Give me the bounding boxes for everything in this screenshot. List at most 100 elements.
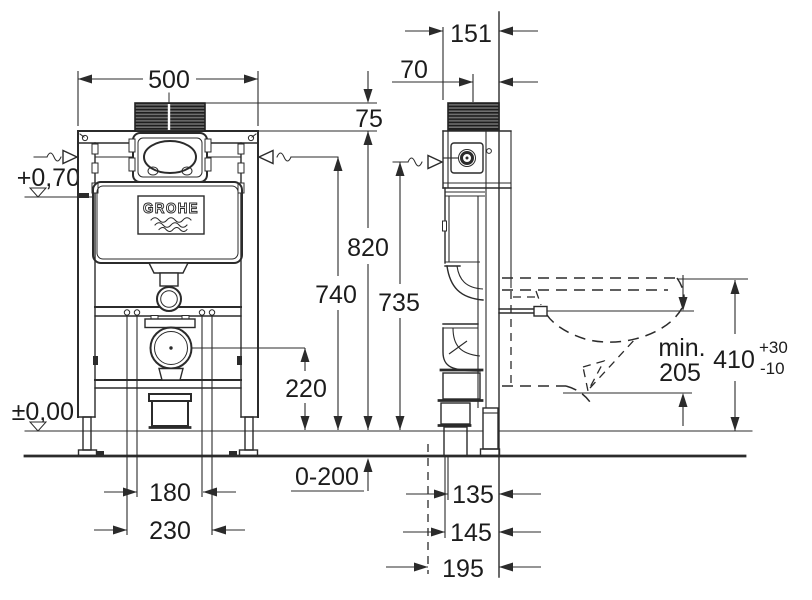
dim-label: 820 — [347, 234, 389, 262]
dim-label: 205 — [659, 359, 701, 387]
dim-label: 180 — [149, 479, 191, 507]
flush-bend-front — [147, 262, 190, 287]
arrowhead — [363, 458, 373, 472]
side-view — [392, 11, 694, 578]
arrowhead — [434, 489, 448, 499]
arrowhead — [363, 416, 373, 430]
dim-label: 0-200 — [295, 463, 359, 491]
bolt-icon — [133, 309, 141, 316]
dim-depth-151: 151 — [405, 20, 538, 100]
arrowhead — [78, 74, 92, 84]
actuator-block-front — [134, 92, 206, 132]
supply-arrow-icon — [62, 149, 79, 165]
arrowhead — [244, 74, 258, 84]
frame-cross-rails — [94, 306, 242, 535]
dim-bowl-height-410: 410 +30 -10 — [677, 278, 788, 431]
dim-label: 145 — [450, 519, 492, 547]
break-squiggle-icon — [407, 157, 423, 167]
dim-outlet-145: 145 — [403, 457, 541, 547]
arrowhead — [414, 562, 428, 572]
level-triangle-icon — [28, 187, 48, 198]
bolt-icon — [208, 309, 216, 316]
arrowhead — [431, 527, 445, 537]
arrowhead — [678, 297, 688, 311]
level-tick — [79, 193, 89, 198]
water-supply-right — [257, 149, 339, 165]
dim-label: 410 — [713, 346, 755, 374]
dim-label: 735 — [378, 289, 420, 317]
dim-label: 151 — [450, 20, 492, 48]
supply-arrow-icon — [257, 149, 274, 165]
outlet-assembly-front — [144, 315, 305, 429]
toilet-bowl-outline — [502, 277, 692, 403]
dim-bowl-min-205: min. 205 — [658, 275, 706, 426]
arrowhead — [123, 487, 137, 497]
dim-label: min. — [658, 334, 705, 362]
outlet-elbow-side — [437, 323, 484, 457]
dim-label: 220 — [285, 375, 327, 403]
arrowhead — [395, 162, 405, 176]
arrowhead — [333, 416, 343, 430]
arrowhead — [363, 131, 373, 145]
dim-label: 195 — [442, 555, 484, 583]
arrowhead — [499, 527, 513, 537]
level-marker-upper: +0,70 — [17, 164, 93, 198]
frame-rail-side — [477, 131, 501, 457]
rail-foot — [482, 407, 499, 450]
foot-plate — [479, 448, 501, 457]
dim-plate-center-740: 740 — [315, 157, 357, 430]
arrowhead — [203, 487, 217, 497]
arrowhead — [730, 280, 740, 294]
logo-wave-icon — [154, 222, 188, 228]
arrowhead — [499, 26, 513, 36]
inspection-window — [143, 140, 197, 174]
cistern-side — [442, 130, 512, 301]
grohe-logo: GROHE — [137, 195, 205, 235]
dim-width-500: 500 — [77, 66, 259, 126]
arrowhead — [300, 348, 310, 362]
dim-tolerance-plus: +30 — [759, 338, 788, 357]
logo-wave-icon — [150, 217, 192, 223]
drain-pipe — [443, 426, 468, 457]
dim-label: 75 — [355, 105, 383, 133]
dim-label: 70 — [400, 56, 428, 84]
front-view: GROHE — [33, 92, 339, 535]
flush-plate-housing — [128, 132, 212, 183]
arrowhead — [678, 393, 688, 407]
dim-bolts-180: 180 — [104, 479, 236, 507]
dim-label: 500 — [148, 66, 190, 94]
supply-arrow-icon — [427, 154, 444, 170]
arrowhead — [459, 77, 473, 87]
dim-outlet-195: 195 — [386, 444, 541, 583]
arrowhead — [429, 26, 443, 36]
dim-supply-735: 735 — [378, 162, 420, 430]
bolt-icon — [123, 309, 131, 316]
mounting-stud — [498, 305, 694, 317]
level-marker-zero: ±0,00 — [12, 398, 74, 432]
frame-foot — [244, 416, 254, 451]
arrowhead — [730, 417, 740, 431]
stud-nut — [533, 305, 548, 317]
actuator-block-side — [447, 102, 500, 131]
outlet-clamp — [144, 318, 196, 329]
arrowhead — [499, 489, 513, 499]
dim-outlet-220: 220 — [285, 348, 327, 430]
dimensions: 500 75 820 740 735 — [77, 20, 788, 583]
dim-label: 740 — [315, 281, 357, 309]
frame-foot — [82, 416, 92, 451]
water-supply-left — [33, 149, 79, 165]
arrowhead — [300, 416, 310, 430]
level-upper-label: +0,70 — [17, 164, 80, 192]
dim-bolts-230: 230 — [94, 517, 245, 545]
arrowhead — [499, 77, 513, 87]
foot-plate — [238, 449, 259, 457]
anchor-mark — [229, 451, 237, 456]
outlet-spigot — [151, 400, 189, 427]
dim-outlet-135: 135 — [406, 457, 541, 509]
floor-lines: +0,70 ±0,00 — [12, 164, 753, 458]
dim-height-820: 820 — [347, 131, 389, 430]
brand-logo-text: GROHE — [143, 200, 199, 217]
level-zero-label: ±0,00 — [12, 398, 74, 426]
break-squiggle-icon — [46, 152, 62, 162]
